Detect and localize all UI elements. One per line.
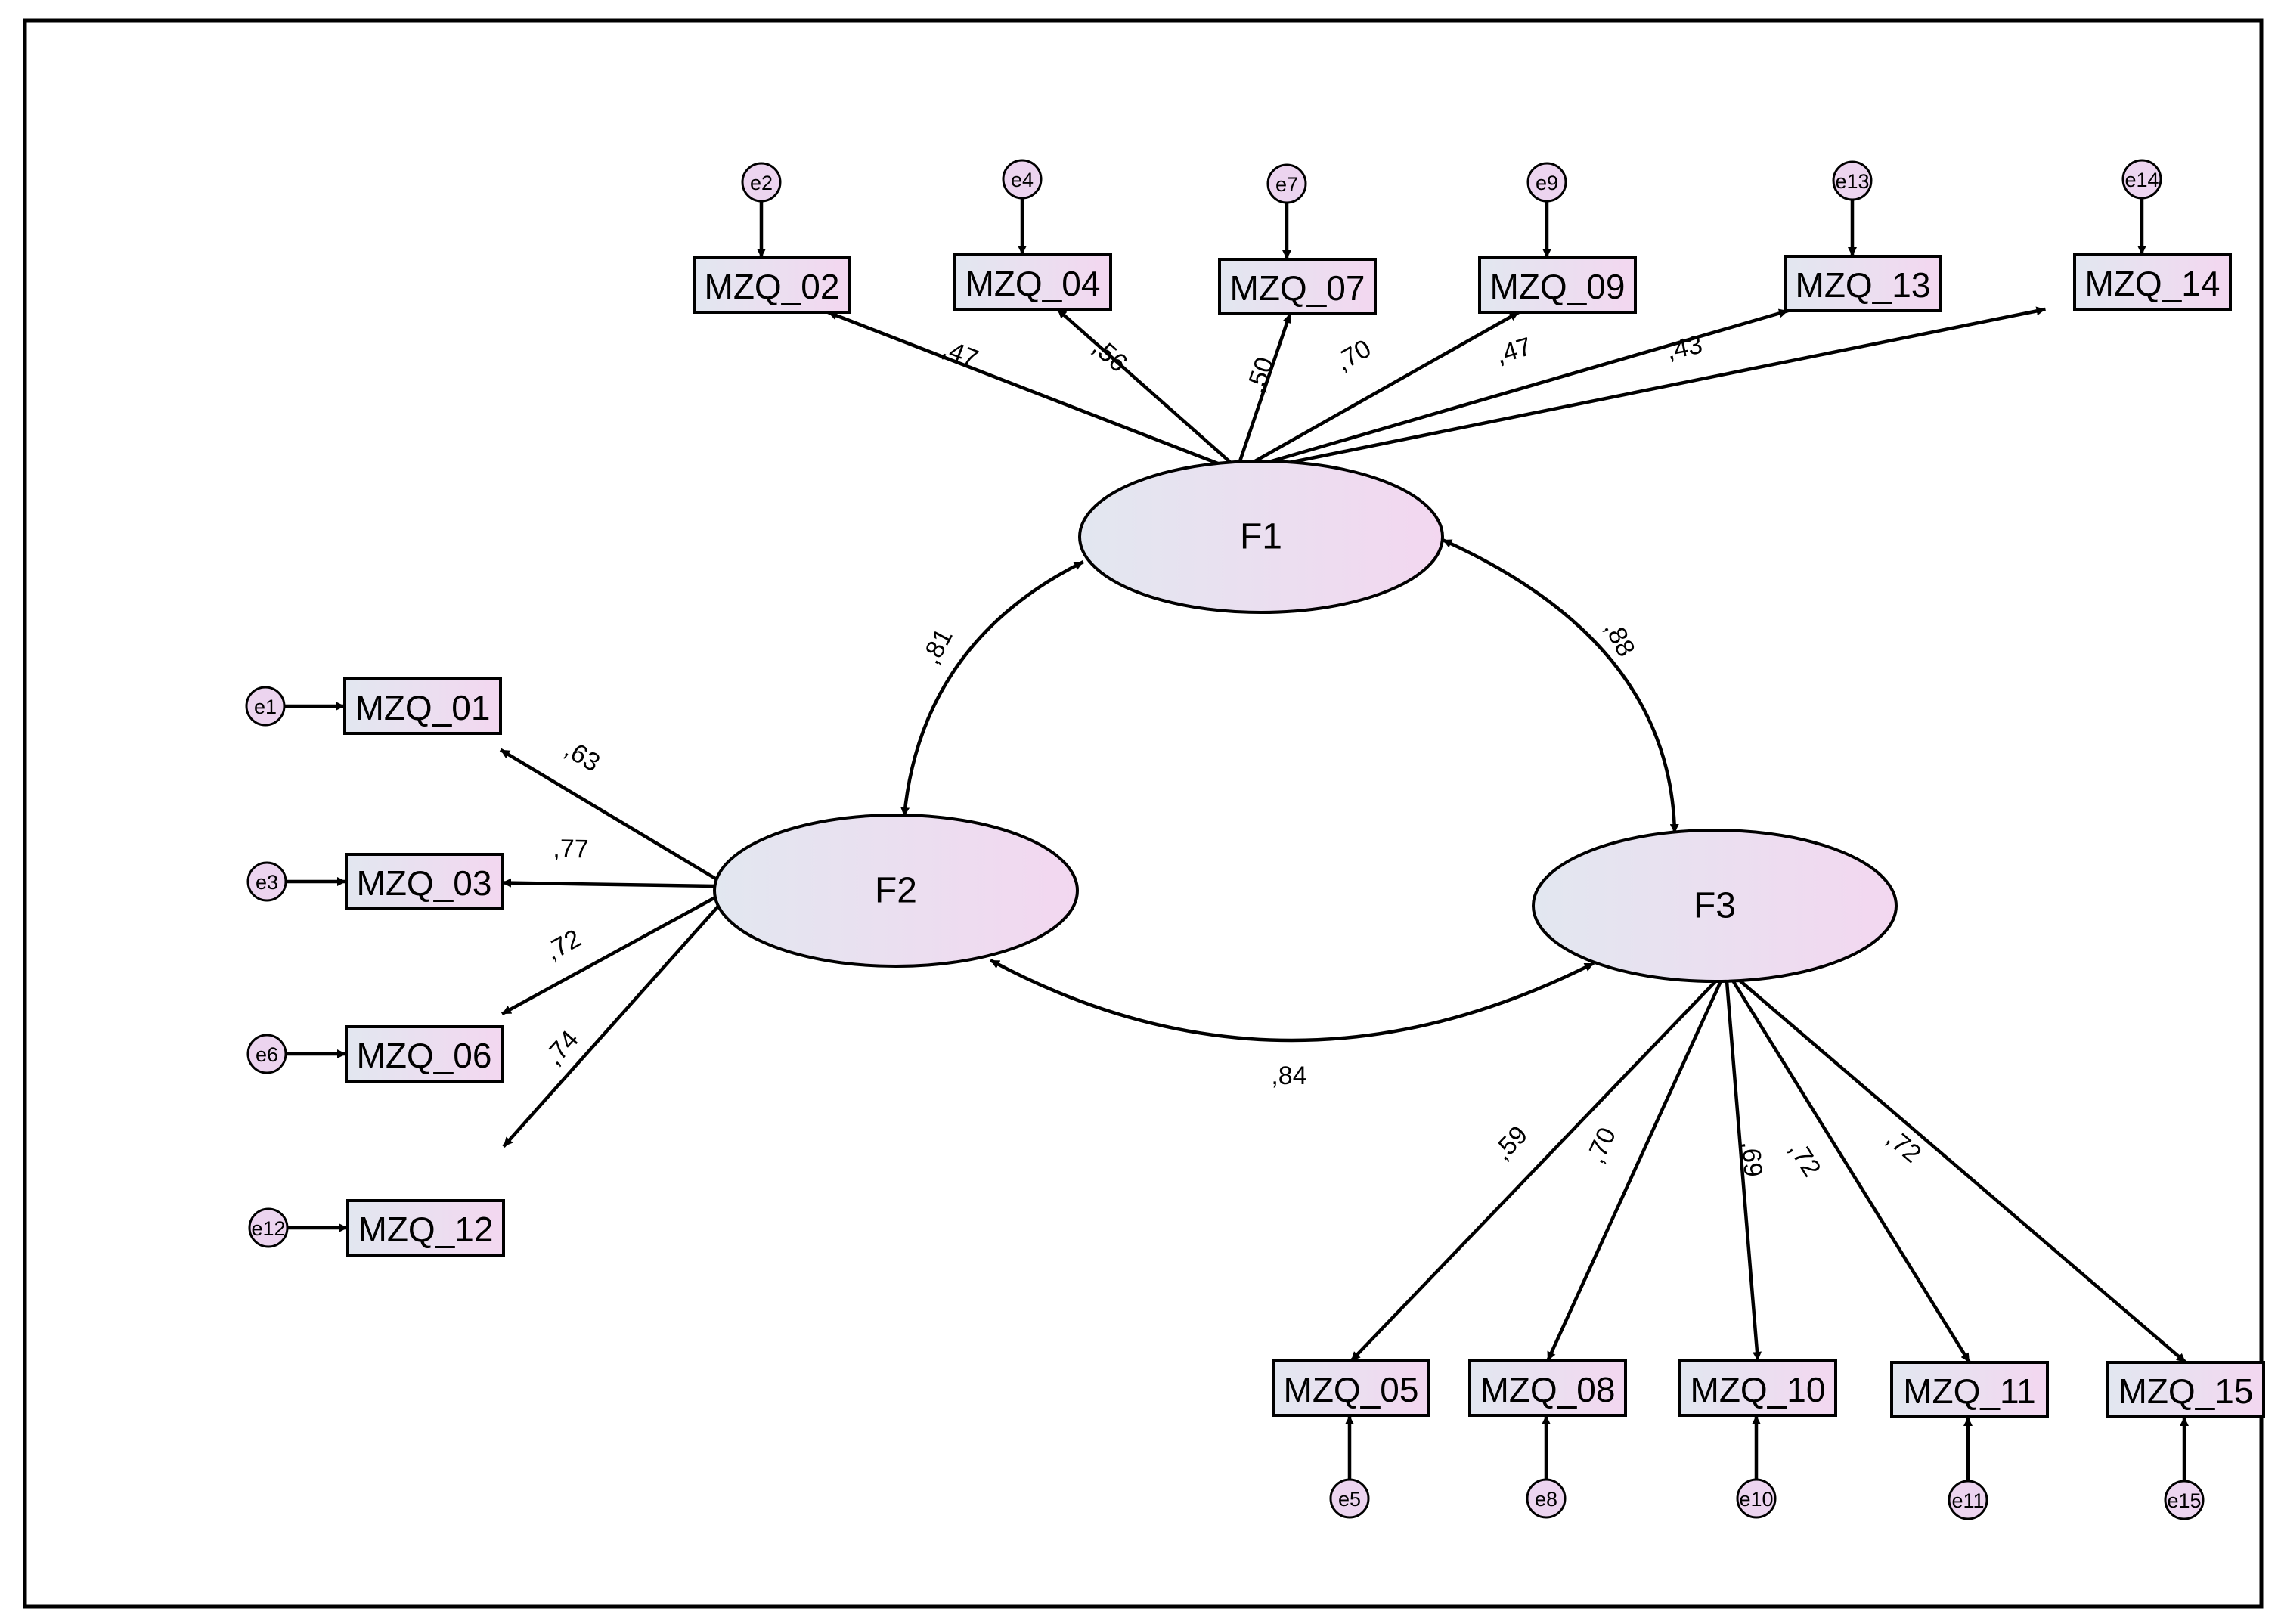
loading-arrow-mzq_15	[1737, 978, 2187, 1364]
loading-arrow-mzq_09	[1254, 311, 1520, 463]
loading-arrow-mzq_04	[1056, 308, 1232, 464]
error-term-e13	[1832, 160, 1873, 201]
loading-label-mzq_10: ,69	[1736, 1140, 1768, 1178]
error-label-e9: e9	[1536, 172, 1558, 194]
observed-variable-mzq_11	[1890, 1361, 2049, 1418]
error-label-e7: e7	[1275, 173, 1298, 196]
latent-factor-f1	[1078, 460, 1444, 614]
observed-label-mzq_02: MZQ_02	[705, 267, 840, 306]
observed-variable-mzq_12	[346, 1199, 505, 1257]
observed-label-mzq_12: MZQ_12	[358, 1210, 494, 1249]
observed-variable-mzq_02	[693, 256, 851, 314]
observed-variable-mzq_14	[2073, 253, 2232, 311]
covariance-arrow-f2-f3	[989, 959, 1595, 1043]
covariance-arrow-f1-f2	[900, 559, 1085, 817]
loading-label-mzq_14: ,43	[1664, 330, 1705, 366]
error-term-e12	[248, 1207, 289, 1248]
observed-variable-mzq_04	[953, 253, 1112, 311]
observed-label-mzq_15: MZQ_15	[2118, 1371, 2254, 1411]
loading-arrow-mzq_12	[502, 900, 724, 1148]
observed-variable-mzq_06	[345, 1025, 504, 1083]
observed-label-mzq_10: MZQ_10	[1691, 1370, 1826, 1409]
error-label-e8: e8	[1535, 1488, 1557, 1511]
error-term-e14	[2121, 159, 2162, 200]
latent-label-f1: F1	[1240, 517, 1282, 557]
observed-variable-mzq_10	[1678, 1359, 1837, 1417]
covariance-label-f2-f3: ,84	[1271, 1061, 1306, 1090]
observed-label-mzq_05: MZQ_05	[1284, 1370, 1419, 1409]
latent-label-f3: F3	[1694, 886, 1736, 926]
latent-factor-f2	[713, 814, 1079, 968]
error-label-e3: e3	[256, 871, 278, 894]
observed-label-mzq_07: MZQ_07	[1230, 268, 1365, 308]
error-label-e1: e1	[254, 696, 277, 718]
loading-arrow-mzq_13	[1266, 308, 1789, 465]
observed-variable-mzq_09	[1478, 256, 1637, 314]
latent-factor-f3	[1532, 829, 1898, 983]
loading-arrow-mzq_10	[1725, 981, 1762, 1362]
error-label-e2: e2	[750, 172, 773, 194]
error-term-e11	[1948, 1480, 1988, 1520]
observed-label-mzq_03: MZQ_03	[357, 863, 492, 903]
observed-label-mzq_04: MZQ_04	[965, 264, 1101, 303]
loading-arrow-mzq_01	[499, 748, 718, 881]
observed-label-mzq_08: MZQ_08	[1480, 1370, 1616, 1409]
error-label-e13: e13	[1835, 170, 1869, 193]
error-term-e4	[1002, 159, 1043, 200]
error-label-e14: e14	[2124, 169, 2159, 191]
observed-variable-mzq_01	[343, 677, 502, 735]
error-term-e6	[246, 1034, 287, 1074]
observed-variable-mzq_08	[1468, 1359, 1627, 1417]
observed-label-mzq_11: MZQ_11	[1903, 1371, 2036, 1411]
error-term-e9	[1526, 162, 1567, 203]
error-term-e5	[1329, 1478, 1370, 1519]
observed-variable-mzq_05	[1272, 1359, 1430, 1417]
observed-label-mzq_01: MZQ_01	[355, 688, 491, 727]
error-term-e2	[741, 162, 782, 203]
loading-arrow-mzq_14	[1277, 306, 2046, 467]
loading-arrow-mzq_02	[827, 310, 1223, 467]
error-label-e4: e4	[1011, 169, 1034, 191]
observed-variable-mzq_15	[2106, 1361, 2265, 1418]
loading-arrow-mzq_03	[501, 878, 716, 888]
error-term-e10	[1736, 1478, 1777, 1519]
observed-label-mzq_09: MZQ_09	[1490, 267, 1626, 306]
loading-arrow-mzq_06	[501, 896, 717, 1016]
covariance-arrow-f1-f3	[1442, 538, 1679, 834]
error-label-e5: e5	[1338, 1488, 1361, 1511]
error-label-e10: e10	[1739, 1488, 1773, 1511]
loading-arrow-mzq_05	[1350, 979, 1718, 1362]
path-edges	[284, 198, 2189, 1481]
error-term-e3	[246, 861, 287, 902]
error-label-e11: e11	[1951, 1489, 1984, 1512]
error-term-e15	[2164, 1480, 2205, 1520]
error-term-e7	[1266, 163, 1307, 204]
observed-label-mzq_14: MZQ_14	[2085, 264, 2221, 303]
error-term-e8	[1526, 1478, 1567, 1519]
observed-label-mzq_06: MZQ_06	[357, 1036, 492, 1075]
error-label-e15: e15	[2167, 1489, 2201, 1512]
error-term-e1	[245, 686, 286, 727]
observed-variable-mzq_03	[345, 853, 504, 910]
error-label-e6: e6	[256, 1043, 278, 1066]
loading-arrow-mzq_08	[1545, 981, 1723, 1362]
observed-variable-mzq_13	[1784, 255, 1942, 312]
observed-variable-mzq_07	[1218, 258, 1377, 315]
loading-arrow-mzq_07	[1238, 313, 1292, 462]
observed-label-mzq_13: MZQ_13	[1796, 265, 1931, 305]
loading-arrow-mzq_11	[1731, 979, 1971, 1364]
latent-label-f2: F2	[875, 871, 917, 911]
loading-label-mzq_03: ,77	[553, 835, 589, 864]
error-label-e12: e12	[251, 1217, 285, 1240]
